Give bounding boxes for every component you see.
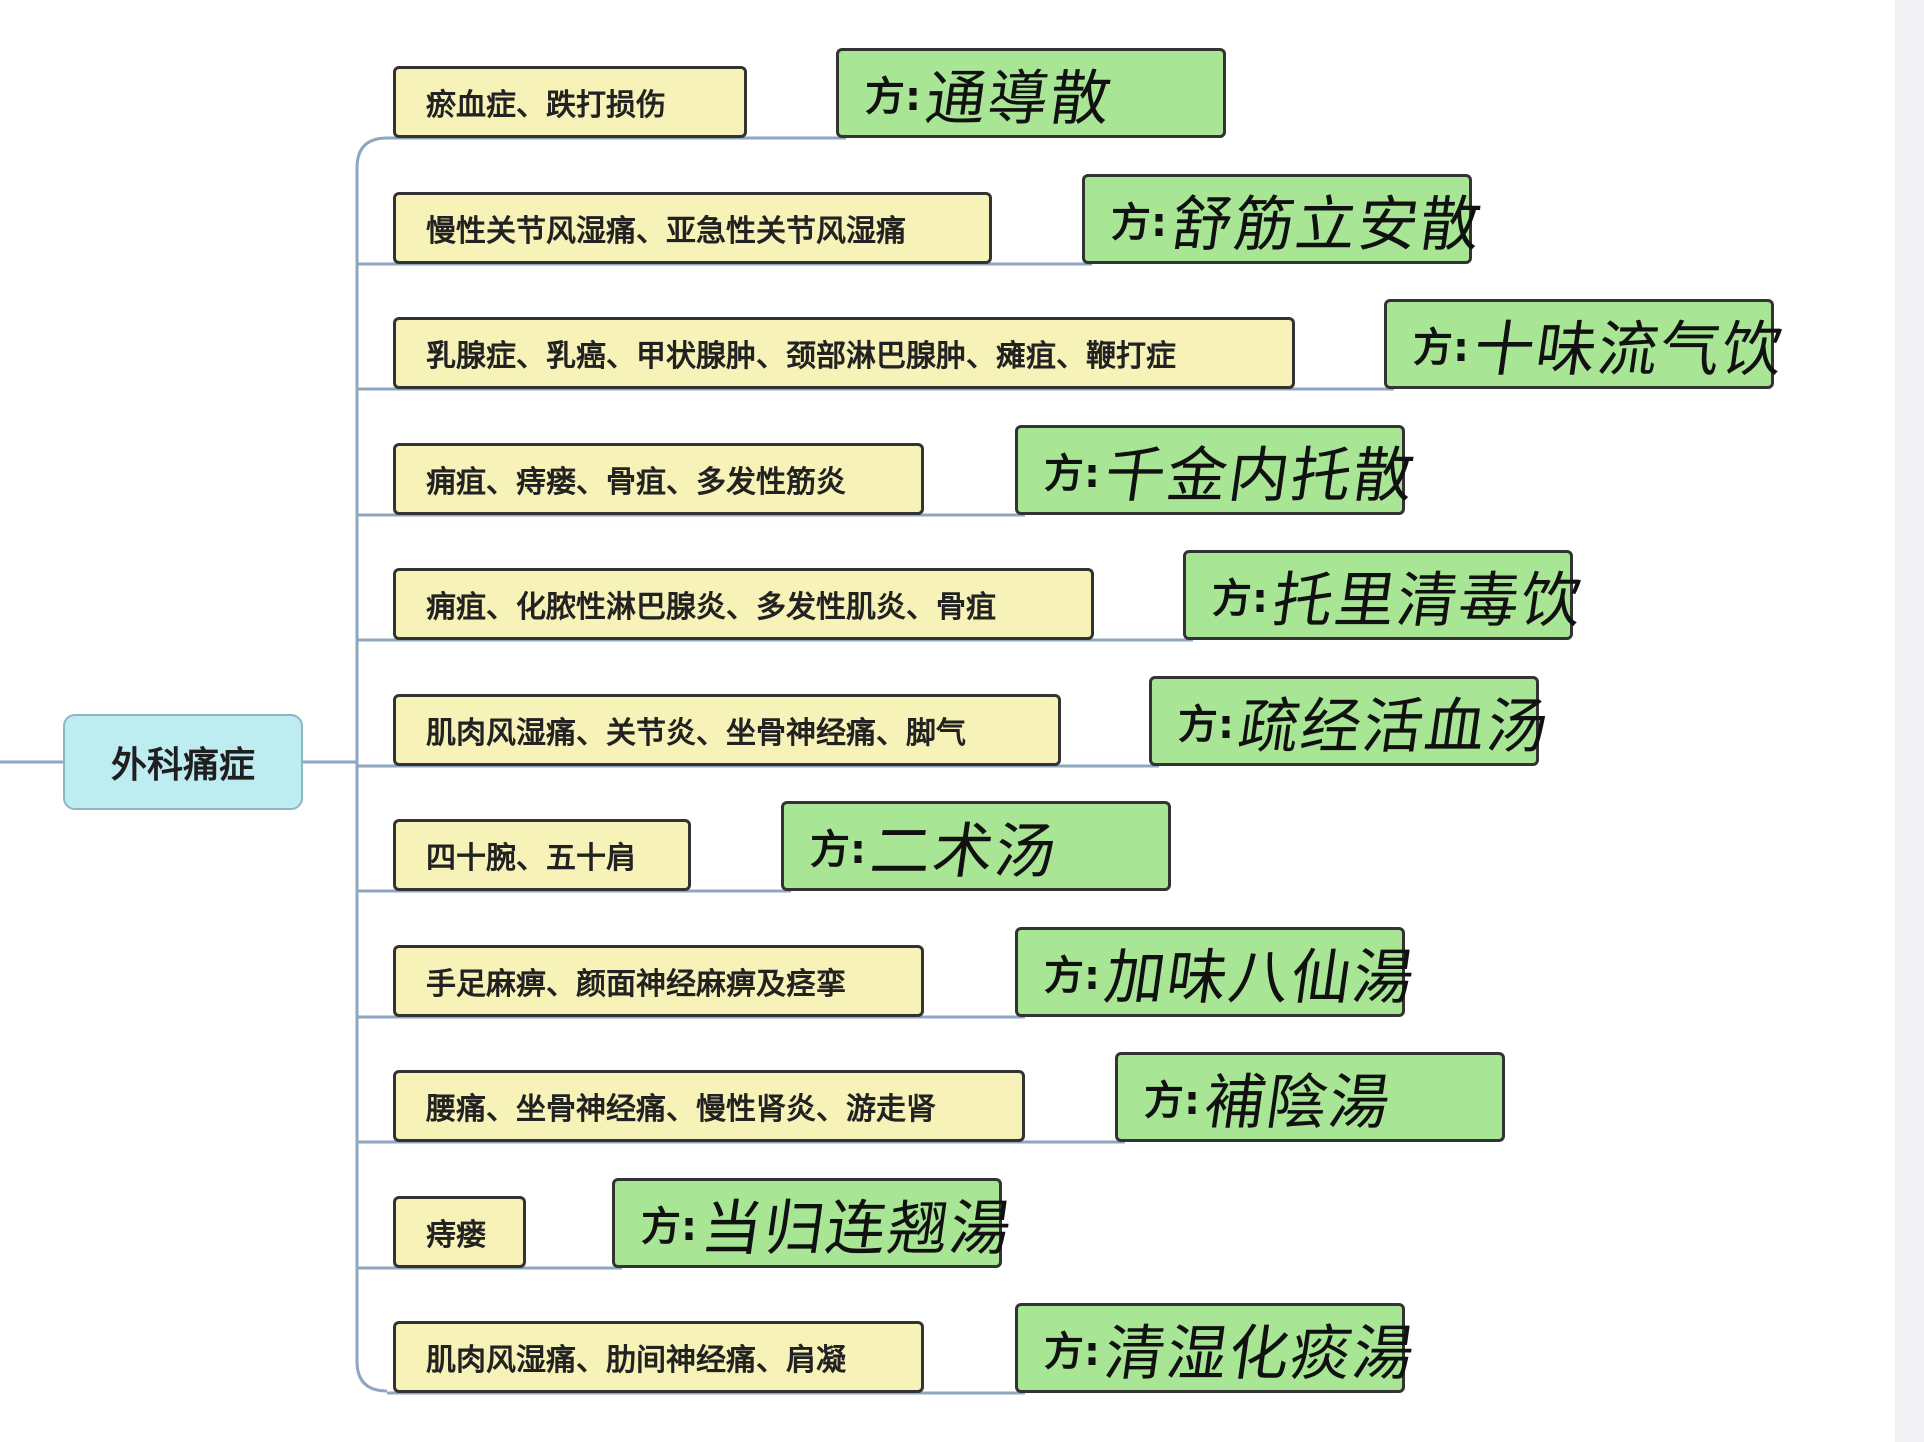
remedy-prefix: 方: — [865, 74, 921, 120]
remedy-prefix: 方: — [1144, 1078, 1200, 1124]
remedy-node[interactable]: 方:加味八仙湯 — [1015, 927, 1420, 1017]
remedy-name-handwritten: 通導散 — [921, 63, 1118, 134]
remedy-name-handwritten: 托里清毒饮 — [1268, 565, 1589, 636]
symptom-node[interactable]: 痔瘘 — [393, 1196, 526, 1268]
remedy-node[interactable]: 方:十味流气饮 — [1384, 299, 1789, 389]
remedy-name-handwritten: 舒筋立安散 — [1167, 189, 1488, 260]
symptom-node[interactable]: 肌肉风湿痛、肋间神经痛、肩凝 — [393, 1321, 924, 1393]
remedy-name-handwritten: 十味流气饮 — [1469, 314, 1790, 385]
remedy-name-handwritten: 疏经活血汤 — [1234, 691, 1555, 762]
remedy-node[interactable]: 方:疏经活血汤 — [1149, 676, 1554, 766]
remedy-node[interactable]: 方:二术汤 — [781, 801, 1171, 891]
remedy-node[interactable]: 方:当归连翘湯 — [612, 1178, 1017, 1268]
remedy-prefix: 方: — [1044, 451, 1100, 497]
symptom-node[interactable]: 手足麻痹、颜面神经麻痹及痉挛 — [393, 945, 924, 1017]
symptom-node[interactable]: 痈疽、痔瘘、骨疽、多发性筋炎 — [393, 443, 924, 515]
remedy-name-handwritten: 二术汤 — [866, 816, 1063, 887]
remedy-name-handwritten: 当归连翘湯 — [697, 1193, 1018, 1264]
remedy-prefix: 方: — [1111, 200, 1167, 246]
remedy-name-handwritten: 千金内托散 — [1100, 440, 1421, 511]
remedy-node[interactable]: 方:千金内托散 — [1015, 425, 1420, 515]
remedy-prefix: 方: — [1212, 576, 1268, 622]
symptom-node[interactable]: 腰痛、坐骨神经痛、慢性肾炎、游走肾 — [393, 1070, 1025, 1142]
symptom-node[interactable]: 乳腺症、乳癌、甲状腺肿、颈部淋巴腺肿、瘫疽、鞭打症 — [393, 317, 1295, 389]
remedy-name-handwritten: 加味八仙湯 — [1100, 942, 1421, 1013]
remedy-prefix: 方: — [1413, 325, 1469, 371]
remedy-prefix: 方: — [641, 1204, 697, 1250]
remedy-prefix: 方: — [1044, 1329, 1100, 1375]
remedy-node[interactable]: 方:托里清毒饮 — [1183, 550, 1588, 640]
remedy-prefix: 方: — [1044, 953, 1100, 999]
remedy-prefix: 方: — [1178, 702, 1234, 748]
symptom-node[interactable]: 四十腕、五十肩 — [393, 819, 691, 891]
symptom-node[interactable]: 慢性关节风湿痛、亚急性关节风湿痛 — [393, 192, 992, 264]
remedy-name-handwritten: 清湿化痰湯 — [1100, 1318, 1421, 1389]
remedy-node[interactable]: 方:清湿化痰湯 — [1015, 1303, 1420, 1393]
page-scroll-edge — [1895, 0, 1924, 1442]
remedy-node[interactable]: 方:通導散 — [836, 48, 1226, 138]
symptom-node[interactable]: 肌肉风湿痛、关节炎、坐骨神经痛、脚气 — [393, 694, 1061, 766]
symptom-node[interactable]: 痈疽、化脓性淋巴腺炎、多发性肌炎、骨疽 — [393, 568, 1094, 640]
remedy-name-handwritten: 補陰湯 — [1200, 1067, 1397, 1138]
remedy-prefix: 方: — [810, 827, 866, 873]
symptom-node[interactable]: 瘀血症、跌打损伤 — [393, 66, 747, 138]
remedy-node[interactable]: 方:舒筋立安散 — [1082, 174, 1487, 264]
root-topic[interactable]: 外科痛症 — [63, 714, 303, 810]
remedy-node[interactable]: 方:補陰湯 — [1115, 1052, 1505, 1142]
